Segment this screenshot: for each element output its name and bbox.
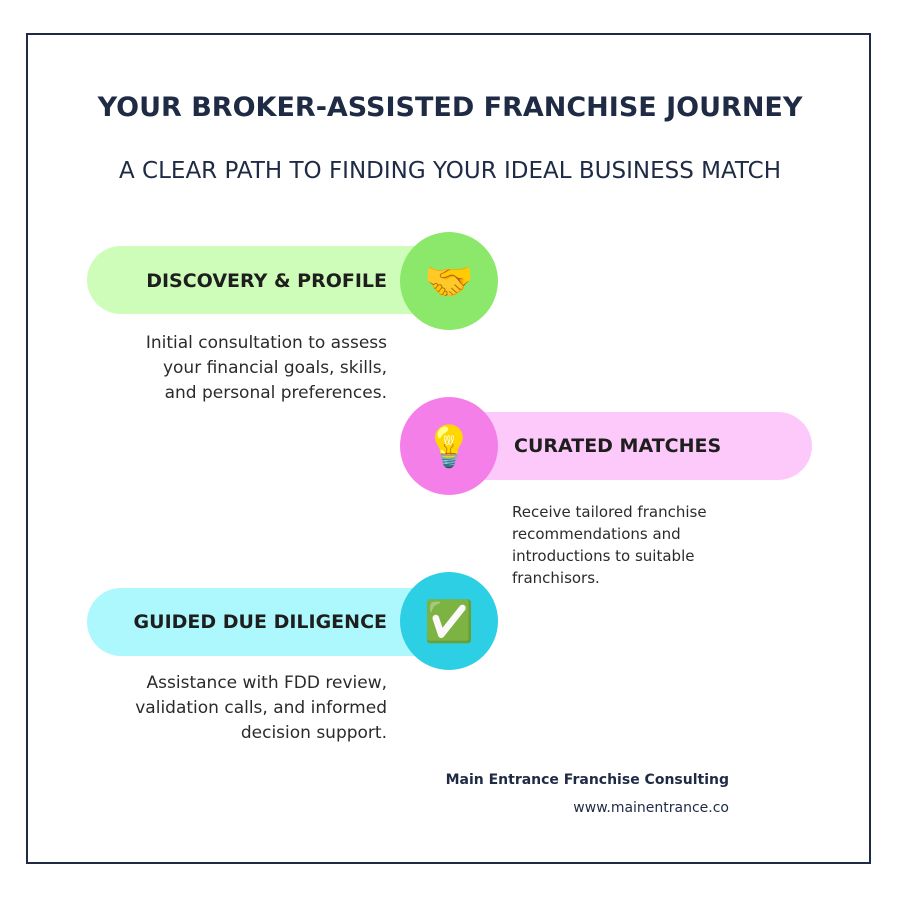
description-line: franchisors. bbox=[512, 569, 600, 587]
description-line: Receive tailored franchise bbox=[512, 503, 707, 521]
infographic-frame bbox=[26, 33, 871, 864]
description-line: recommendations and bbox=[512, 525, 681, 543]
description-line: introductions to suitable bbox=[512, 547, 695, 565]
description-line: decision support. bbox=[240, 723, 387, 743]
description-line: Initial consultation to assess bbox=[145, 333, 387, 353]
step-1-circle: 🤝 bbox=[400, 232, 498, 330]
company-url-link[interactable]: www.mainentrance.co bbox=[573, 800, 729, 816]
step-1-label: DISCOVERY & PROFILE bbox=[146, 270, 387, 292]
page-subtitle: A CLEAR PATH TO FINDING YOUR IDEAL BUSIN… bbox=[119, 158, 781, 184]
description-line: and personal preferences. bbox=[164, 383, 387, 403]
step-2-label: CURATED MATCHES bbox=[514, 435, 722, 457]
handshake-icon: 🤝 bbox=[424, 258, 474, 305]
description-line: your financial goals, skills, bbox=[162, 358, 387, 378]
check-mark-button-icon: ✅ bbox=[424, 598, 474, 645]
step-2-description: Receive tailored franchise recommendatio… bbox=[512, 501, 707, 589]
company-name: Main Entrance Franchise Consulting bbox=[445, 772, 729, 788]
step-2-circle: 💡 bbox=[400, 397, 498, 495]
description-line: validation calls, and informed bbox=[135, 698, 387, 718]
lightbulb-icon: 💡 bbox=[424, 423, 474, 470]
step-3-label: GUIDED DUE DILIGENCE bbox=[133, 611, 387, 633]
description-line: Assistance with FDD review, bbox=[146, 673, 387, 693]
step-3-description: Assistance with FDD review, validation c… bbox=[135, 671, 387, 746]
page-title: YOUR BROKER-ASSISTED FRANCHISE JOURNEY bbox=[97, 92, 803, 123]
step-3-circle: ✅ bbox=[400, 572, 498, 670]
step-1-description: Initial consultation to assess your fina… bbox=[146, 331, 387, 406]
